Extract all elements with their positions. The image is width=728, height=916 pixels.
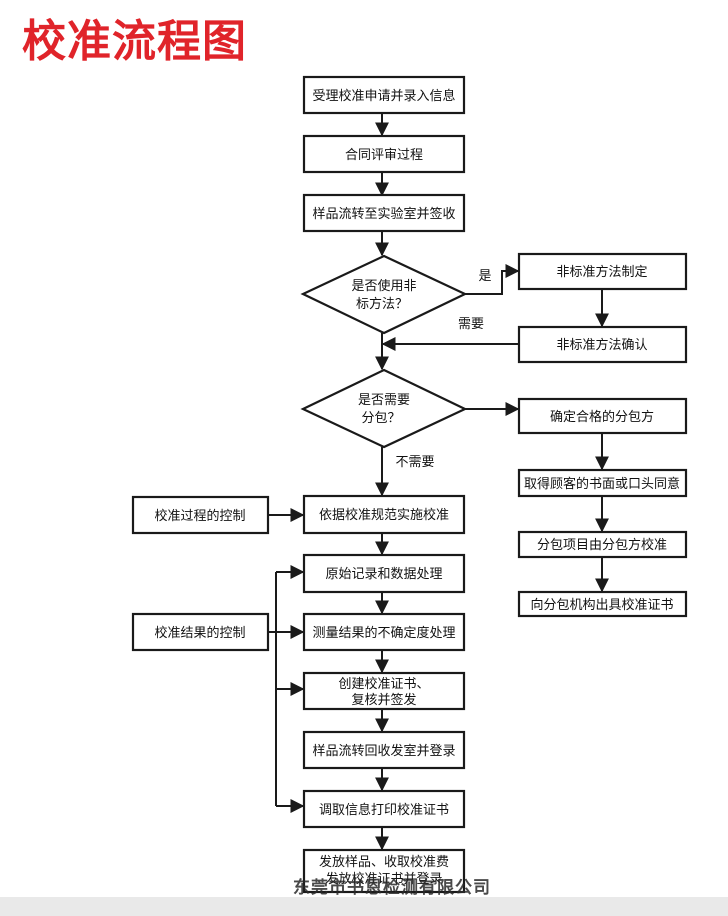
node-result-control: 校准结果的控制 bbox=[131, 612, 270, 652]
node-transfer-back: 样品流转回收发室并登录 bbox=[302, 730, 466, 770]
node-nonstandard-confirm: 非标准方法确认 bbox=[517, 325, 688, 364]
svg-text:标方法？: 标方法？ bbox=[356, 296, 408, 312]
svg-text:依据校准规范实施校准: 依据校准规范实施校准 bbox=[319, 507, 449, 523]
connectors bbox=[268, 113, 609, 851]
svg-text:发放校准证书并登录: 发放校准证书并登录 bbox=[325, 871, 442, 887]
svg-text:校准过程的控制: 校准过程的控制 bbox=[154, 508, 245, 524]
svg-text:受理校准申请并录入信息: 受理校准申请并录入信息 bbox=[312, 88, 455, 104]
svg-text:创建校准证书、: 创建校准证书、 bbox=[338, 676, 429, 692]
node-calibrate: 依据校准规范实施校准 bbox=[302, 494, 466, 535]
node-subcontractor: 确定合格的分包方 bbox=[517, 397, 688, 435]
svg-text:合同评审过程: 合同评审过程 bbox=[345, 148, 423, 163]
svg-text:确定合格的分包方: 确定合格的分包方 bbox=[550, 409, 654, 425]
node-contract-review: 合同评审过程 bbox=[302, 134, 466, 174]
svg-text:分包项目由分包方校准: 分包项目由分包方校准 bbox=[537, 537, 667, 553]
node-subcontract-certificate: 向分包机构出具校准证书 bbox=[517, 590, 688, 618]
label-yes: 是 bbox=[478, 269, 491, 284]
node-print-certificate: 调取信息打印校准证书 bbox=[302, 789, 466, 829]
node-subcontract-calibrate: 分包项目由分包方校准 bbox=[517, 530, 688, 559]
node-issue: 发放样品、收取校准费 发放校准证书并登录 bbox=[302, 848, 466, 894]
connector-labels: 是 需要 不需要 bbox=[395, 269, 491, 470]
decision-nonstandard-method: 是否使用非 标方法？ bbox=[300, 254, 468, 335]
node-create-certificate: 创建校准证书、 复核并签发 bbox=[302, 671, 466, 711]
node-raw-record: 原始记录和数据处理 bbox=[302, 553, 466, 594]
label-no-need: 不需要 bbox=[395, 455, 434, 470]
svg-text:是否使用非: 是否使用非 bbox=[351, 278, 416, 294]
svg-text:非标准方法制定: 非标准方法制定 bbox=[556, 264, 647, 280]
svg-text:样品流转至实验室并签收: 样品流转至实验室并签收 bbox=[312, 206, 455, 222]
svg-text:向分包机构出具校准证书: 向分包机构出具校准证书 bbox=[530, 597, 673, 613]
svg-text:样品流转回收发室并登录: 样品流转回收发室并登录 bbox=[312, 743, 455, 759]
svg-text:发放样品、收取校准费: 发放样品、收取校准费 bbox=[319, 854, 449, 870]
node-accept: 受理校准申请并录入信息 bbox=[302, 75, 466, 115]
arrow-decision1-yes bbox=[465, 264, 520, 295]
svg-text:是否需要: 是否需要 bbox=[358, 393, 410, 408]
node-transfer-in: 样品流转至实验室并签收 bbox=[302, 193, 466, 233]
node-process-control: 校准过程的控制 bbox=[131, 495, 270, 535]
svg-text:非标准方法确认: 非标准方法确认 bbox=[556, 337, 647, 353]
node-nonstandard-make: 非标准方法制定 bbox=[517, 252, 688, 291]
svg-text:原始记录和数据处理: 原始记录和数据处理 bbox=[325, 567, 442, 582]
svg-text:取得顾客的书面或口头同意: 取得顾客的书面或口头同意 bbox=[524, 476, 680, 492]
label-need: 需要 bbox=[458, 317, 484, 332]
svg-text:校准结果的控制: 校准结果的控制 bbox=[154, 625, 245, 641]
node-customer-consent: 取得顾客的书面或口头同意 bbox=[517, 468, 688, 498]
footer-band bbox=[0, 897, 728, 916]
node-uncertainty: 测量结果的不确定度处理 bbox=[302, 612, 466, 652]
svg-text:复核并签发: 复核并签发 bbox=[351, 692, 416, 708]
decision-subcontract: 是否需要 分包？ bbox=[300, 368, 468, 449]
page-title: 校准流程图 bbox=[22, 16, 247, 67]
company-watermark: 东莞市书恩检测有限公司 bbox=[293, 878, 491, 898]
svg-text:调取信息打印校准证书: 调取信息打印校准证书 bbox=[319, 802, 449, 818]
svg-text:分包？: 分包？ bbox=[361, 411, 400, 426]
svg-text:测量结果的不确定度处理: 测量结果的不确定度处理 bbox=[312, 625, 455, 641]
